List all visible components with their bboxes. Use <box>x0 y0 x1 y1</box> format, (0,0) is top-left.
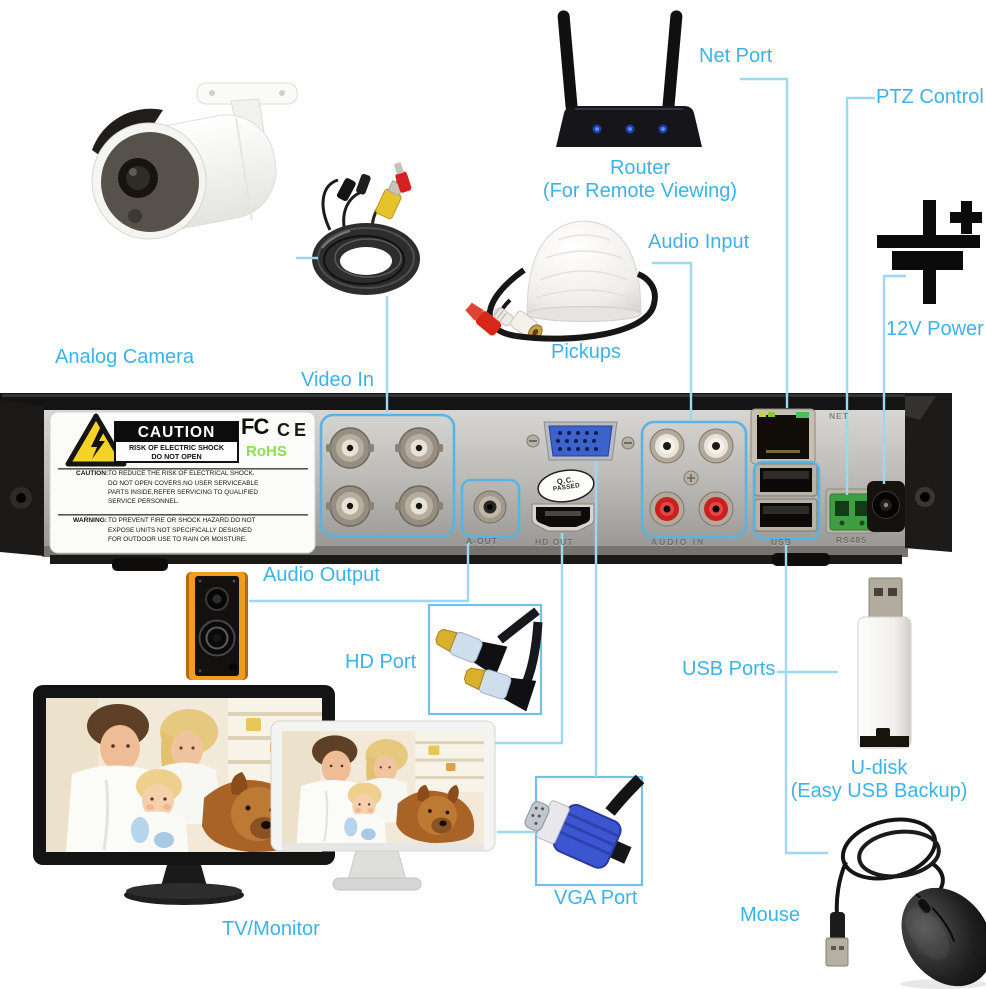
dvr-foot-left <box>112 558 168 571</box>
fcc-logo: FC <box>241 414 269 439</box>
ptz-control-label: PTZ Control <box>876 86 984 108</box>
bnc-video-in-connectors <box>326 427 443 527</box>
net-port-callout-line <box>740 77 789 408</box>
dc-power-jack <box>867 481 905 532</box>
warning-note-line-2: EXPOSE UNITS NOT SPECIFICALLY DESIGNED <box>108 527 252 534</box>
panel-label-net: NET <box>829 411 849 421</box>
mouse-usb-connector <box>825 937 849 967</box>
panel-label-usb: USB <box>771 537 792 547</box>
vga-cable-image <box>524 774 645 887</box>
audio-in-highlight-box <box>640 420 748 539</box>
caution-risk-line: RISK OF ELECTRIC SHOCK <box>128 443 225 452</box>
pickup-plug-red <box>465 302 502 336</box>
camera-ir-sensor <box>128 209 142 223</box>
power-12v-label: 12V Power <box>886 318 984 340</box>
audio-output-label: Audio Output <box>263 564 380 586</box>
caution-note-line-2: DO NOT OPEN COVERS.NO USER SERVICEABLE <box>108 480 259 487</box>
rca-connector-red <box>393 161 412 193</box>
hd-port-callout-line <box>495 533 564 745</box>
ethernet-net-port <box>750 408 816 465</box>
router-label-sub: (For Remote Viewing) <box>542 180 738 202</box>
ptz-control-callout-line <box>845 96 875 495</box>
caution-note-line-1: TO REDUCE THE RISK OF ELECTRICAL SHOCK. <box>108 470 255 477</box>
hdmi-out-port <box>531 503 595 532</box>
udisk-label-sub: (Easy USB Backup) <box>790 780 968 802</box>
dvr-foot-right <box>772 553 830 566</box>
audio-out-jack <box>473 490 507 524</box>
video-in-highlight-box <box>319 413 456 538</box>
callout-lines <box>249 77 906 855</box>
port-highlight-boxes <box>319 413 821 541</box>
hdmi-plug-1 <box>435 628 508 677</box>
udisk-label: U-disk (Easy USB Backup) <box>772 757 986 803</box>
power-12v-callout-line <box>882 274 906 484</box>
audio-output-callout-line <box>249 542 470 603</box>
ce-logo: CE <box>277 420 311 440</box>
usb-ports-label: USB Ports <box>682 658 776 680</box>
warning-note-label: WARNING: <box>73 517 108 524</box>
analog-camera-image <box>91 82 298 240</box>
rohs-logo: RoHS <box>246 443 287 460</box>
panel-label-a-out: A-OUT <box>466 536 498 546</box>
analog-camera-label: Analog Camera <box>55 346 194 368</box>
pickups-image <box>465 220 658 342</box>
audio-out-highlight-box <box>460 478 521 539</box>
panel-label-hd-out: HD OUT <box>535 537 574 547</box>
caution-note-line-4: SERVICE PERSONNEL. <box>108 498 179 505</box>
audio-in-jacks <box>649 428 734 527</box>
router-image <box>556 10 702 147</box>
audio-input-label: Audio Input <box>648 231 750 253</box>
dvr-rear-panel <box>0 393 952 571</box>
caution-title: CAUTION <box>137 424 216 441</box>
warning-note-line-1: TO PREVENT FIRE OR SHOCK HAZARD.DO NOT <box>108 517 256 524</box>
tv-monitor-white <box>270 720 496 891</box>
net-port-label: Net Port <box>699 45 773 67</box>
mouse-label: Mouse <box>740 904 801 926</box>
mouse-scroll-wheel <box>916 897 933 915</box>
video-in-label: Video In <box>301 369 375 391</box>
router-antenna-right <box>662 10 683 113</box>
router-label: Router (For Remote Viewing) <box>524 157 756 203</box>
qc-passed-sticker <box>537 469 595 503</box>
router-antenna-left <box>557 10 578 113</box>
panel-label-rs485: RS485 <box>836 535 867 545</box>
power-12v-symbol <box>877 200 982 304</box>
hd-cable-image <box>427 603 543 716</box>
speaker-image <box>186 572 248 680</box>
tv-monitor-black <box>33 685 335 905</box>
panel-label-audio-in: AUDIO IN <box>651 537 706 547</box>
mouse-image <box>825 817 986 989</box>
rs485-terminal <box>825 488 881 534</box>
vga-plug <box>524 800 632 869</box>
usb-rear-ports <box>754 463 818 532</box>
audio-input-callout-line <box>652 261 693 420</box>
hdmi-plug-2 <box>463 667 537 712</box>
udisk-image <box>857 577 912 749</box>
dvr-bracket-right <box>905 393 952 552</box>
hd-port-label: HD Port <box>345 651 417 673</box>
caution-note-line-3: PARTS INSIDE,REFER SERVICING TO QUALIFIE… <box>108 489 258 496</box>
usb-mouse-callout-line <box>784 541 828 855</box>
caution-open-line: DO NOT OPEN <box>151 452 202 461</box>
warning-note-line-3: FOR OUTDOOR USE TO RAIN OR MOISTURE. <box>108 536 247 543</box>
dvr-bracket-left <box>0 400 44 556</box>
warning-sticker <box>49 411 316 554</box>
caution-note-label: CAUTION: <box>76 470 109 477</box>
tv-monitor-label: TV/Monitor <box>222 918 320 940</box>
vga-port-label: VGA Port <box>554 887 638 909</box>
router-label-name: Router <box>609 157 671 179</box>
udisk-label-name: U-disk <box>850 757 908 779</box>
usb-highlight-box <box>752 460 821 541</box>
vga-out-port <box>526 421 635 461</box>
pickups-label: Pickups <box>551 341 622 363</box>
video-cable-image <box>312 161 420 295</box>
